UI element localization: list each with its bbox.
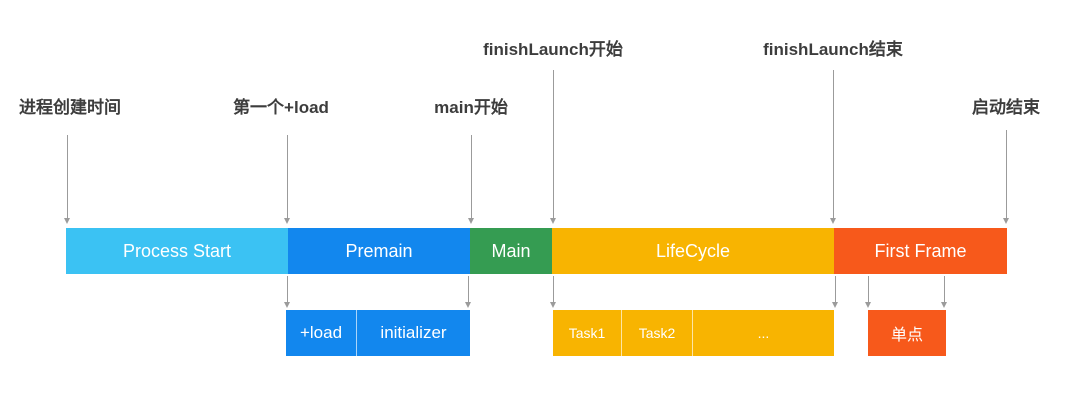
cell-task1: Task1 <box>553 310 622 356</box>
connector-down-arrow-icon <box>550 276 556 308</box>
segment-label: First Frame <box>874 240 967 261</box>
down-arrow-icon <box>468 135 474 224</box>
milestone-label-first-load: 第一个+load <box>233 98 329 117</box>
segment-premain: Premain <box>288 228 470 274</box>
cell-label: initializer <box>380 323 447 342</box>
segment-first-frame: First Frame <box>834 228 1007 274</box>
cell-load: +load <box>286 310 357 356</box>
down-arrow-icon <box>550 70 556 224</box>
down-arrow-icon <box>830 70 836 224</box>
milestone-label-finishlaunch-start: finishLaunch开始 <box>483 40 623 59</box>
segment-process-start: Process Start <box>66 228 288 274</box>
cell-label: Task1 <box>568 325 606 341</box>
down-arrow-icon <box>1003 130 1009 224</box>
segment-label: LifeCycle <box>655 240 731 261</box>
cell-label: Task2 <box>638 325 676 341</box>
down-arrow-icon <box>64 135 70 224</box>
segment-label: Process Start <box>122 240 232 261</box>
segment-main: Main <box>470 228 552 274</box>
lifecycle-detail-bar: Task1 Task2 ... <box>553 310 834 356</box>
segment-lifecycle: LifeCycle <box>552 228 834 274</box>
milestone-label-launch-end: 启动结束 <box>972 98 1040 117</box>
connector-down-arrow-icon <box>284 276 290 308</box>
cell-ellipsis: ... <box>693 310 834 356</box>
cell-task2: Task2 <box>622 310 693 356</box>
timeline-bar: Process Start Premain Main LifeCycle Fir… <box>66 228 1007 274</box>
milestone-label-finishlaunch-end: finishLaunch结束 <box>763 40 903 59</box>
connector-down-arrow-icon <box>865 276 871 308</box>
cell-label: ... <box>757 325 770 341</box>
milestone-label-process-create-time: 进程创建时间 <box>19 98 121 117</box>
connector-down-arrow-icon <box>465 276 471 308</box>
first-frame-detail-block: 单点 <box>868 310 946 356</box>
premain-detail-bar: +load initializer <box>286 310 470 356</box>
milestone-label-main-start: main开始 <box>434 98 508 117</box>
cell-label: +load <box>299 323 343 342</box>
cell-label: 单点 <box>890 327 923 344</box>
segment-label: Main <box>491 240 531 261</box>
cell-initializer: initializer <box>357 310 470 356</box>
connector-down-arrow-icon <box>941 276 947 308</box>
down-arrow-icon <box>284 135 290 224</box>
segment-label: Premain <box>345 240 413 261</box>
connector-down-arrow-icon <box>832 276 838 308</box>
